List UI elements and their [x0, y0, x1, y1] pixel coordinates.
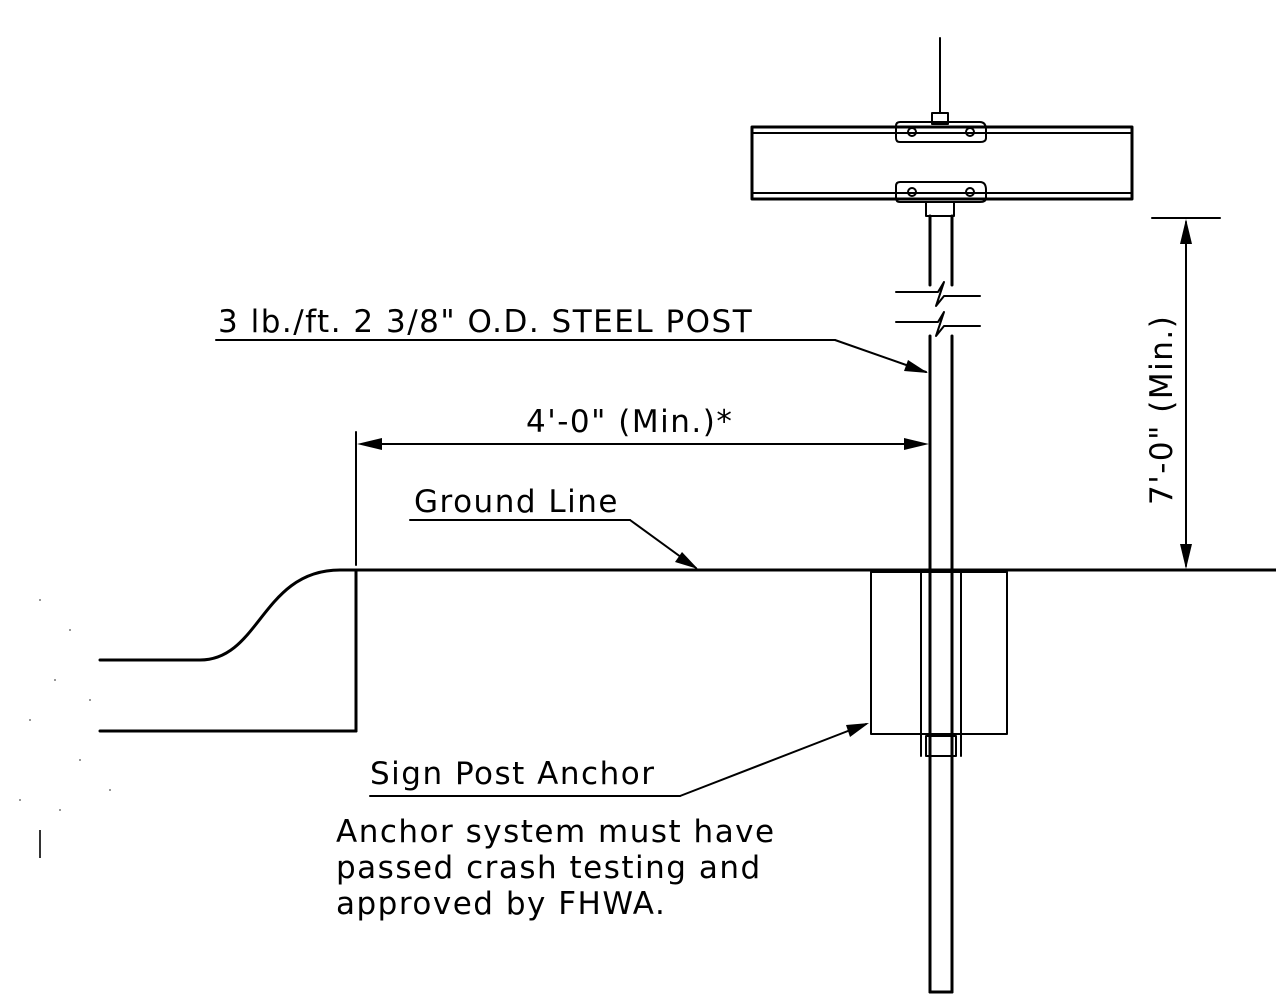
- offset-dimension-label: 4'-0" (Min.)*: [526, 404, 733, 440]
- ground-and-curb: [98, 568, 1276, 733]
- steel-post: [895, 214, 981, 994]
- ground-line-label: Ground Line: [414, 484, 619, 520]
- note-line-3: approved by FHWA.: [336, 886, 666, 922]
- leader-lines: [215, 339, 928, 797]
- sign-post-anchor-drawing: [870, 571, 1008, 757]
- sign-panel: [750, 37, 1134, 217]
- note-line-2: passed crash testing and: [336, 850, 762, 886]
- height-dimension: [1151, 217, 1221, 569]
- note-line-1: Anchor system must have: [336, 814, 776, 850]
- post-spec-label: 3 lb./ft. 2 3/8" O.D. STEEL POST: [218, 304, 753, 340]
- anchor-label: Sign Post Anchor: [370, 756, 655, 792]
- scan-noise: [19, 599, 111, 858]
- height-dimension-label: 7'-0" (Min.): [1144, 315, 1180, 505]
- offset-dimension: [355, 431, 929, 566]
